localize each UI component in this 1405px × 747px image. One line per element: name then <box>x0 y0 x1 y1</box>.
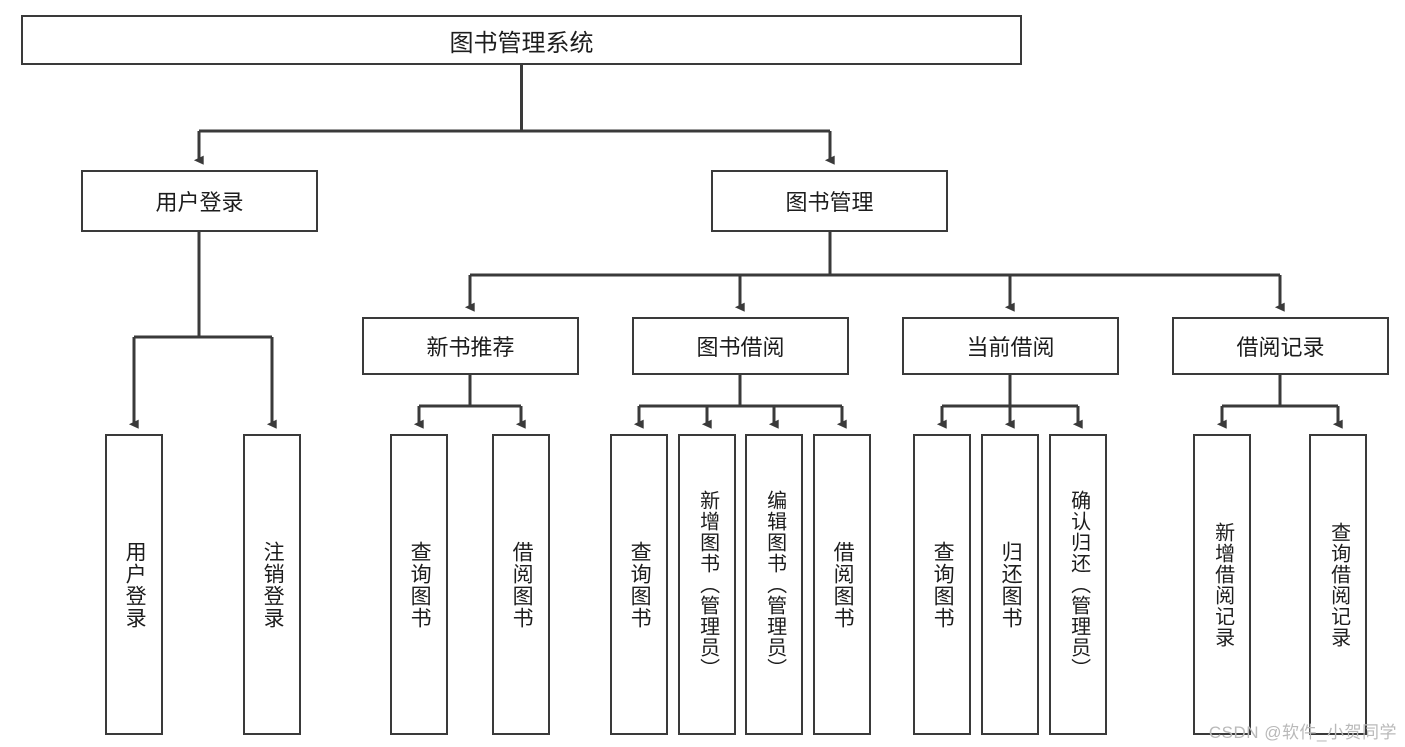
leaf-book-borrow-query-book[interactable]: 查询图书 <box>610 434 668 735</box>
csdn-watermark: CSDN @软件_小贺同学 <box>1208 723 1397 742</box>
node-label: 图书管理系统 <box>449 29 594 57</box>
leaf-label: 借阅图书 <box>831 540 855 629</box>
leaf-borrow-record-query-record[interactable]: 查询借阅记录 <box>1309 434 1367 735</box>
leaf-label: 查询图书 <box>628 540 652 629</box>
leaf-label: 新增图书（管理员） <box>696 490 719 679</box>
leaf-borrow-record-add-record[interactable]: 新增借阅记录 <box>1193 434 1251 735</box>
leaf-book-borrow-borrow-book[interactable]: 借阅图书 <box>813 434 871 735</box>
leaf-label: 查询借阅记录 <box>1327 521 1350 648</box>
leaf-current-borrow-query-book[interactable]: 查询图书 <box>913 434 971 735</box>
leaf-label: 查询图书 <box>931 540 955 629</box>
leaf-label: 确认归还（管理员） <box>1067 490 1090 679</box>
leaf-book-borrow-edit-book-admin[interactable]: 编辑图书（管理员） <box>745 434 803 735</box>
node-label: 当前借阅 <box>966 335 1055 360</box>
node-root-library-management-system[interactable]: 图书管理系统 <box>21 15 1022 65</box>
leaf-book-borrow-add-book-admin[interactable]: 新增图书（管理员） <box>678 434 736 735</box>
node-user-login[interactable]: 用户登录 <box>81 170 318 232</box>
leaf-label: 编辑图书（管理员） <box>763 490 786 679</box>
node-current-borrow[interactable]: 当前借阅 <box>902 317 1119 375</box>
node-label: 图书管理 <box>785 190 874 215</box>
node-book-management[interactable]: 图书管理 <box>711 170 948 232</box>
leaf-current-borrow-confirm-return-admin[interactable]: 确认归还（管理员） <box>1049 434 1107 735</box>
leaf-user-login-logout[interactable]: 注销登录 <box>243 434 301 735</box>
node-book-borrow[interactable]: 图书借阅 <box>632 317 849 375</box>
node-label: 图书借阅 <box>696 335 785 360</box>
leaf-label: 查询图书 <box>408 540 432 629</box>
leaf-label: 注销登录 <box>261 540 285 629</box>
node-label: 用户登录 <box>155 190 244 215</box>
node-label: 借阅记录 <box>1236 335 1325 360</box>
node-new-book-recommend[interactable]: 新书推荐 <box>362 317 579 375</box>
leaf-new-book-query-book[interactable]: 查询图书 <box>390 434 448 735</box>
leaf-label: 用户登录 <box>123 540 147 629</box>
leaf-label: 新增借阅记录 <box>1211 521 1234 648</box>
node-label: 新书推荐 <box>426 335 515 360</box>
leaf-current-borrow-return-book[interactable]: 归还图书 <box>981 434 1039 735</box>
leaf-label: 借阅图书 <box>510 540 534 629</box>
leaf-label: 归还图书 <box>999 540 1023 629</box>
node-borrow-record[interactable]: 借阅记录 <box>1172 317 1389 375</box>
leaf-user-login-login[interactable]: 用户登录 <box>105 434 163 735</box>
leaf-new-book-borrow-book[interactable]: 借阅图书 <box>492 434 550 735</box>
